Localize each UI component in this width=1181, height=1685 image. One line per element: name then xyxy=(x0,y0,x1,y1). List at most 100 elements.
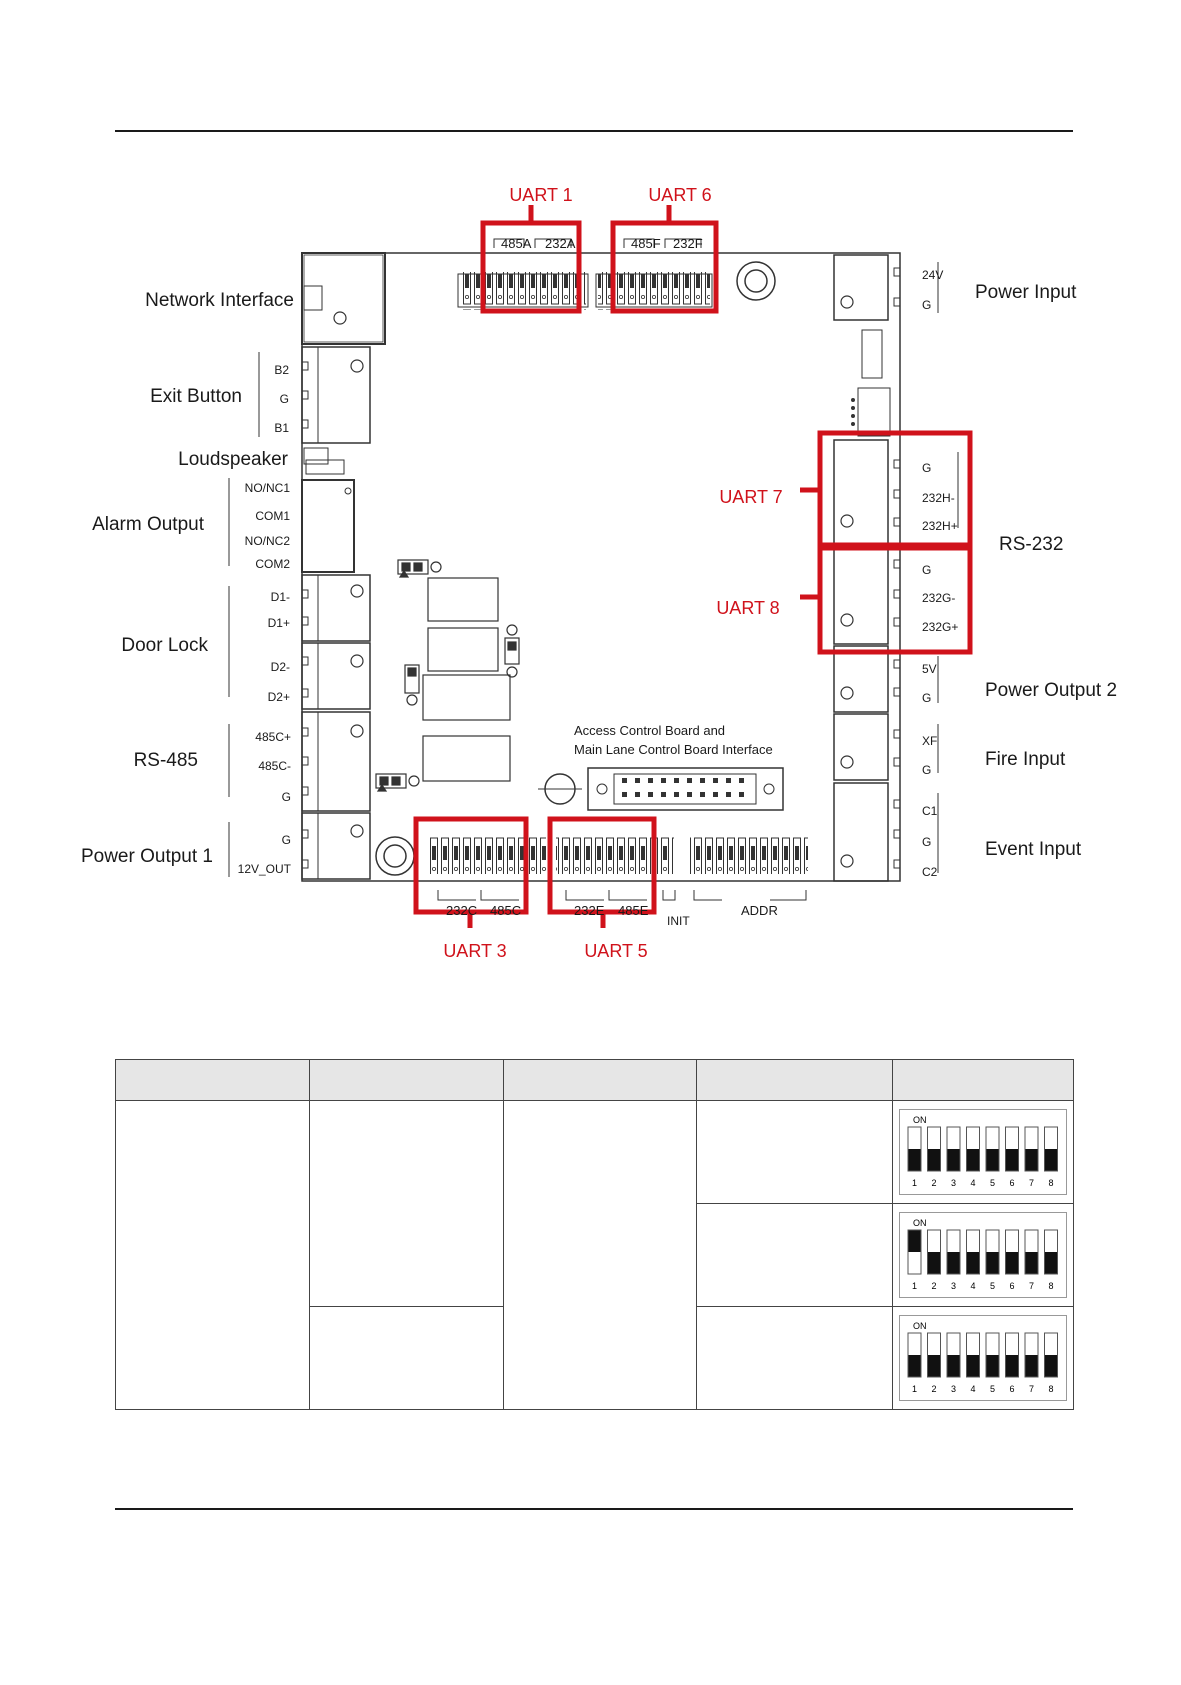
dip-switch-lever xyxy=(908,1230,921,1252)
dip-switch-lever xyxy=(1025,1252,1038,1274)
dip-switch-number: 3 xyxy=(951,1281,956,1291)
sw-232f: 232F xyxy=(673,236,703,251)
dip-switch-number: 3 xyxy=(951,1384,956,1394)
pin-g-g: G xyxy=(922,563,931,577)
pin-232g-plus: 232G+ xyxy=(922,620,958,634)
pin-485m: 485C- xyxy=(258,759,291,773)
sw-485c: 485C xyxy=(490,903,521,918)
pin-g-fire: G xyxy=(922,763,931,777)
dip-switch-number: 8 xyxy=(1048,1178,1053,1188)
dip-switch-number: 4 xyxy=(970,1384,975,1394)
dip-switch-number: 5 xyxy=(990,1178,995,1188)
dip-switch-lever xyxy=(947,1252,960,1274)
label-fire-input: Fire Input xyxy=(985,749,1066,770)
pin-12vout: 12V_OUT xyxy=(238,862,292,876)
sw-addr: ADDR xyxy=(741,903,778,918)
dip-switch-lever xyxy=(986,1355,999,1377)
interface-caption-line1: Access Control Board and xyxy=(574,723,725,738)
dip-switch-number: 8 xyxy=(1048,1281,1053,1291)
label-power-output-1: Power Output 1 xyxy=(81,846,213,867)
pin-xf: XF xyxy=(922,734,937,748)
dip-switch-number: 1 xyxy=(912,1384,917,1394)
dip-switch-number: 1 xyxy=(912,1281,917,1291)
table-row: ON 1 2 3 4 5 6 7 8 xyxy=(115,1100,1074,1410)
exit-button-terminal xyxy=(301,346,371,444)
interface-caption-line2: Main Lane Control Board Interface xyxy=(574,742,773,757)
board-interface-connector xyxy=(587,767,784,811)
dip-switch-number: 1 xyxy=(912,1178,917,1188)
dip-switch-lever xyxy=(947,1355,960,1377)
dip-switch-lever xyxy=(928,1149,940,1171)
pin-g-po1: G xyxy=(282,833,291,847)
sw-init: INIT xyxy=(667,914,690,928)
dip-switch-number: 6 xyxy=(1009,1281,1014,1291)
dip-switch-lever xyxy=(1006,1149,1018,1171)
dip-on-label: ON xyxy=(913,1218,927,1228)
pin-d1p: D1+ xyxy=(268,616,290,630)
label-power-input: Power Input xyxy=(975,282,1077,303)
label-uart1: UART 1 xyxy=(509,185,572,205)
dip-switch-lever xyxy=(1045,1252,1057,1274)
dip-switch-lever xyxy=(1045,1149,1057,1171)
sw-485a: 485A xyxy=(501,236,532,251)
label-uart5: UART 5 xyxy=(584,941,647,961)
dip-switch-lever xyxy=(908,1149,921,1171)
pin-g-pi: G xyxy=(922,298,931,312)
uart6-highlight xyxy=(610,220,719,314)
bottom-rule xyxy=(115,1508,1073,1510)
pin-24v: 24V xyxy=(922,268,943,282)
dip-switch-lever xyxy=(967,1252,979,1274)
label-uart8: UART 8 xyxy=(716,598,779,618)
pin-b1: B1 xyxy=(274,421,289,435)
pin-232g-minus: 232G- xyxy=(922,591,955,605)
dip-switch-number: 7 xyxy=(1029,1281,1034,1291)
pin-nonc2: NO/NC2 xyxy=(245,534,291,548)
sw-232e: 232E xyxy=(574,903,605,918)
dip-on-label: ON xyxy=(913,1115,927,1125)
pin-232h-minus: 232H- xyxy=(922,491,955,505)
label-uart7: UART 7 xyxy=(719,487,782,507)
dip-switch-lever xyxy=(986,1149,999,1171)
label-rs232: RS-232 xyxy=(999,534,1063,555)
dip-switch-lever xyxy=(986,1252,999,1274)
dip-switch-number: 3 xyxy=(951,1178,956,1188)
dip-switch-number: 7 xyxy=(1029,1384,1034,1394)
pin-5v: 5V xyxy=(922,662,937,676)
board-outline xyxy=(301,252,901,882)
sw-232a: 232A xyxy=(545,236,576,251)
network-port xyxy=(301,252,386,345)
pin-d2m: D2- xyxy=(271,660,290,674)
pin-c1: C1 xyxy=(922,804,938,818)
dip-switch-number: 2 xyxy=(931,1281,936,1291)
label-network-interface: Network Interface xyxy=(145,290,294,311)
pin-485p: 485C+ xyxy=(255,730,291,744)
label-door-lock: Door Lock xyxy=(121,635,208,656)
label-alarm-output: Alarm Output xyxy=(92,514,205,535)
dip-switch-lever xyxy=(967,1149,979,1171)
dip-switch-number: 7 xyxy=(1029,1178,1034,1188)
dip-switch-number: 2 xyxy=(931,1384,936,1394)
top-rule xyxy=(115,130,1073,132)
pin-g-exit: G xyxy=(280,392,289,406)
dip-frame xyxy=(899,1109,1067,1195)
dip-switch-lever xyxy=(967,1355,979,1377)
label-uart6: UART 6 xyxy=(648,185,711,205)
dip-switch-lever xyxy=(1006,1252,1018,1274)
dip-switch-lever xyxy=(1045,1355,1057,1377)
pin-com1: COM1 xyxy=(255,509,290,523)
dip-switch-lever xyxy=(947,1149,960,1171)
pin-g-ev: G xyxy=(922,835,931,849)
table-header-row xyxy=(115,1059,1074,1101)
pin-d1m: D1- xyxy=(271,590,290,604)
dip-switch-number: 6 xyxy=(1009,1178,1014,1188)
label-loudspeaker: Loudspeaker xyxy=(178,449,289,470)
pin-c2: C2 xyxy=(922,865,938,879)
dip-switch-number: 5 xyxy=(990,1281,995,1291)
dip-switch-lever xyxy=(1006,1355,1018,1377)
